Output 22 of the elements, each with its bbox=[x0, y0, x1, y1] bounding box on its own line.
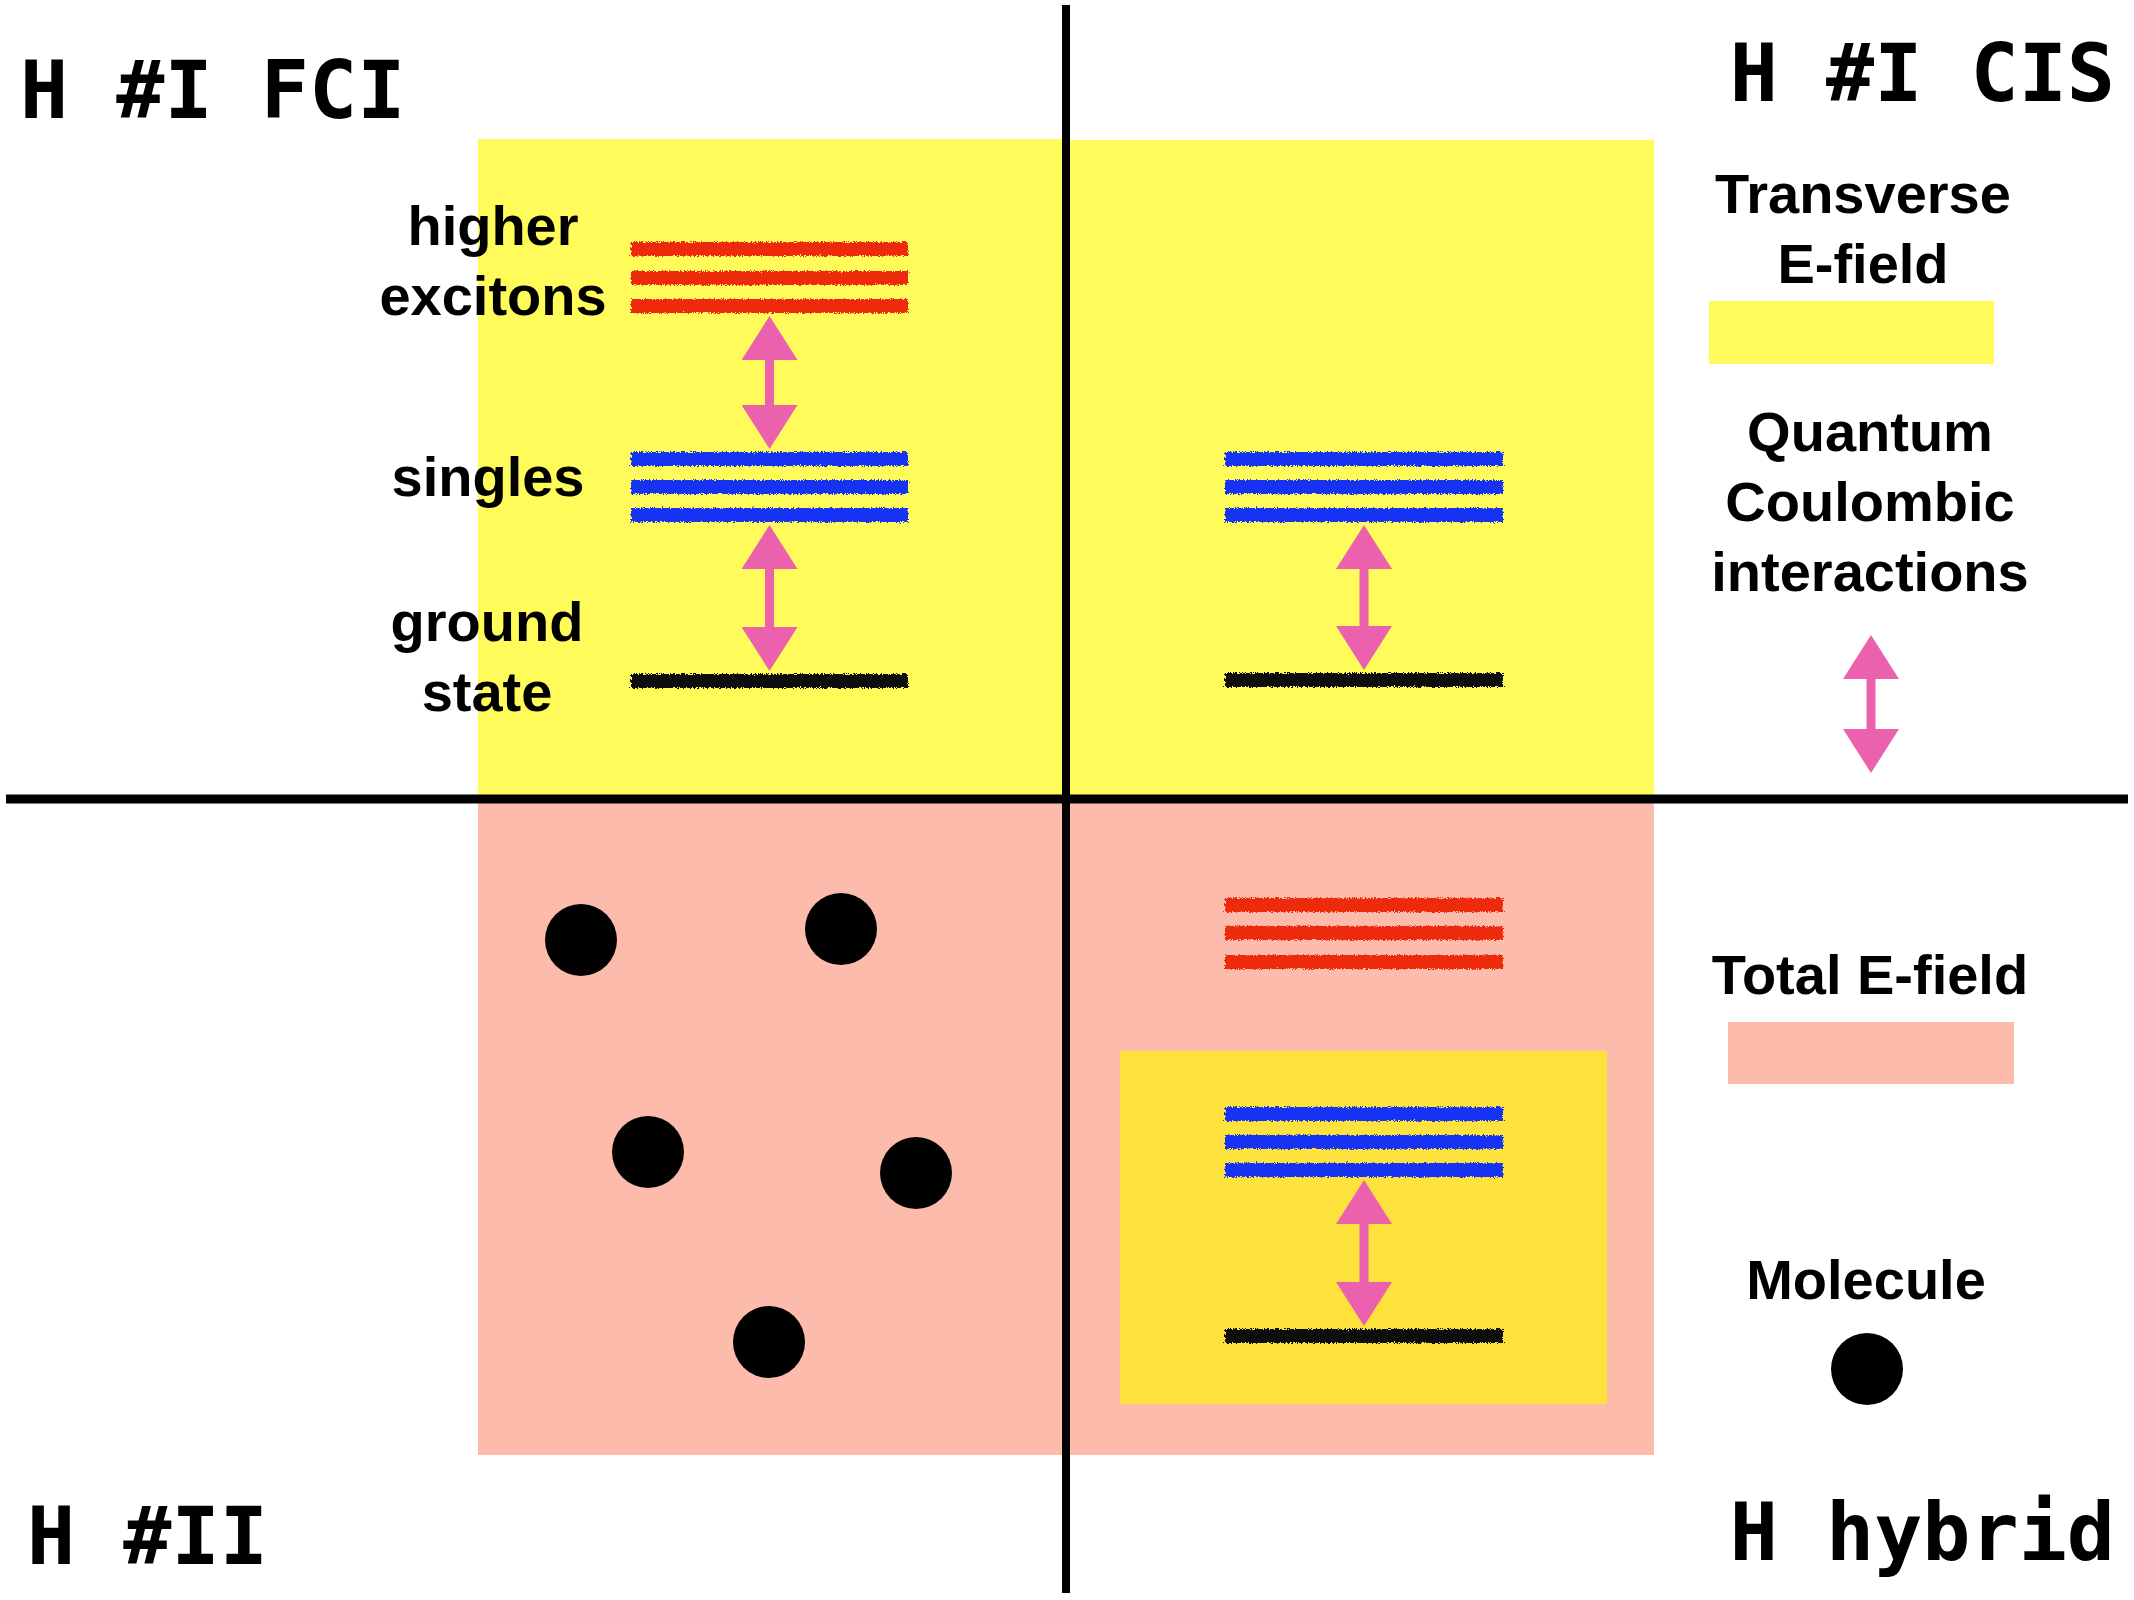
double-arrow bbox=[1336, 1180, 1392, 1326]
energy-level-lines bbox=[1222, 1104, 1506, 1180]
molecule-dot bbox=[612, 1116, 684, 1188]
energy-level-lines bbox=[1222, 895, 1506, 972]
quadrant-heading: H #II bbox=[27, 1497, 268, 1577]
legend-label: Transverse E-field bbox=[1715, 161, 2011, 297]
quadrant-heading: H #I FCI bbox=[20, 51, 406, 131]
double-arrow bbox=[1336, 525, 1392, 670]
molecule-dot bbox=[805, 893, 877, 965]
legend-label: Molecule bbox=[1746, 1247, 1986, 1313]
double-arrow bbox=[741, 525, 798, 671]
energy-level-lines bbox=[628, 449, 911, 525]
quadrant-heading: H #I CIS bbox=[1729, 34, 2115, 114]
energy-level-lines bbox=[1222, 449, 1506, 525]
molecule-dot bbox=[545, 904, 617, 976]
legend-label: Quantum Coulombic interactions bbox=[1711, 399, 2029, 605]
inner-field-region bbox=[1120, 1051, 1607, 1404]
legend-label: Total E-field bbox=[1711, 942, 2029, 1008]
double-arrow bbox=[741, 316, 798, 449]
molecule-dot bbox=[733, 1306, 805, 1378]
molecule-dot bbox=[880, 1137, 952, 1209]
energy-level-lines bbox=[628, 239, 911, 316]
